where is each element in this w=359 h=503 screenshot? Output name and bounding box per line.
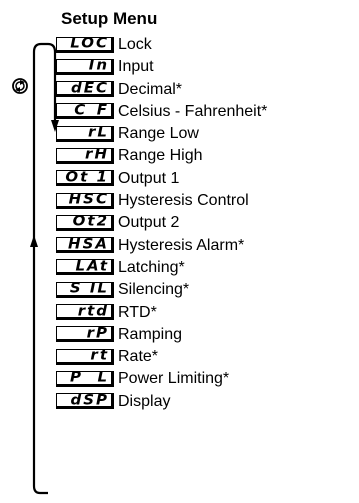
code-text: dEC — [71, 81, 109, 96]
menu-item-label: Output 1 — [118, 169, 180, 187]
menu-item-hysteresis-control[interactable]: HSC Hysteresis Control — [56, 191, 267, 210]
code-display: Ot2 — [56, 214, 114, 231]
code-text: rL — [88, 125, 109, 141]
code-text: S IL — [69, 281, 109, 297]
menu-item-power-limiting[interactable]: P L Power Limiting* — [56, 369, 267, 388]
menu-item-label: Input — [118, 58, 154, 76]
code-display: P L — [56, 370, 114, 387]
code-display: HSA — [56, 237, 114, 254]
arrow-down-icon — [51, 120, 59, 132]
menu-item-silencing[interactable]: S IL Silencing* — [56, 280, 267, 299]
menu-item-label: Celsius - Fahrenheit* — [118, 102, 268, 120]
menu-item-label: Silencing* — [118, 281, 190, 299]
loop-line — [32, 42, 48, 495]
code-text: Ot 1 — [65, 170, 109, 186]
menu-item-output-1[interactable]: Ot 1 Output 1 — [56, 169, 267, 188]
code-display: C_F — [56, 103, 114, 120]
code-display: LAt — [56, 259, 114, 276]
menu-item-label: Power Limiting* — [118, 370, 230, 388]
menu-item-range-high[interactable]: rH Range High — [56, 146, 267, 165]
menu-item-label: Display — [118, 392, 171, 410]
menu-item-rate[interactable]: rt Rate* — [56, 347, 267, 366]
menu-item-label: Output 2 — [118, 214, 180, 232]
code-text: LOC — [70, 36, 109, 52]
menu-item-rtd[interactable]: rtd RTD* — [56, 303, 267, 322]
code-display: dEC — [56, 81, 114, 98]
inner-line — [47, 42, 57, 126]
code-text: In — [88, 58, 109, 74]
menu-title: Setup Menu — [61, 9, 158, 28]
menu-item-label: Decimal* — [118, 80, 183, 98]
code-text: rH — [85, 147, 109, 163]
code-text: rtd — [77, 304, 109, 319]
code-display: dSP — [56, 393, 114, 410]
code-display: rH — [56, 147, 114, 164]
menu-item-label: Ramping — [118, 325, 183, 343]
menu-item-latching[interactable]: LAt Latching* — [56, 258, 267, 277]
code-text: HSC — [68, 192, 109, 208]
code-display: Ot 1 — [56, 170, 114, 187]
menu-item-label: Range High — [118, 147, 203, 165]
arrow-up-icon — [30, 235, 38, 247]
code-text: P L — [70, 370, 109, 386]
menu-item-label: Hysteresis Alarm* — [118, 236, 245, 254]
menu-item-label: Rate* — [118, 348, 159, 366]
menu-item-celsius-fahrenheit[interactable]: C_F Celsius - Fahrenheit* — [56, 102, 267, 121]
code-text: HSA — [68, 237, 109, 252]
cycle-key-icon — [12, 78, 28, 94]
menu-item-label: Range Low — [118, 125, 199, 143]
code-display: rtd — [56, 304, 114, 321]
code-display: rP — [56, 326, 114, 343]
code-text: rP — [86, 326, 109, 342]
code-display: LOC — [56, 36, 114, 53]
menu-item-label: RTD* — [118, 303, 157, 321]
menu-item-lock[interactable]: LOC Lock — [56, 35, 267, 54]
code-display: HSC — [56, 192, 114, 209]
menu-items: LOC Lock In Input dEC Decimal* C_F Celsi… — [56, 35, 267, 414]
code-display: In — [56, 58, 114, 75]
code-text: dSP — [70, 393, 109, 409]
menu-item-input[interactable]: In Input — [56, 57, 267, 76]
code-display: rt — [56, 348, 114, 365]
code-text: LAt — [75, 259, 109, 275]
menu-item-label: Hysteresis Control — [118, 192, 249, 210]
code-display: rL — [56, 125, 114, 142]
code-text: Ot2 — [72, 214, 109, 230]
menu-item-label: Lock — [118, 36, 152, 53]
code-display: S IL — [56, 281, 114, 298]
code-text: C_F — [74, 103, 109, 119]
menu-item-label: Latching* — [118, 258, 185, 276]
menu-item-decimal[interactable]: dEC Decimal* — [56, 80, 267, 99]
menu-item-display[interactable]: dSP Display — [56, 392, 267, 411]
menu-item-hysteresis-alarm[interactable]: HSA Hysteresis Alarm* — [56, 236, 267, 255]
menu-item-range-low[interactable]: rL Range Low — [56, 124, 267, 143]
code-text: rt — [90, 348, 109, 364]
menu-item-output-2[interactable]: Ot2 Output 2 — [56, 213, 267, 232]
menu-item-ramping[interactable]: rP Ramping — [56, 325, 267, 344]
